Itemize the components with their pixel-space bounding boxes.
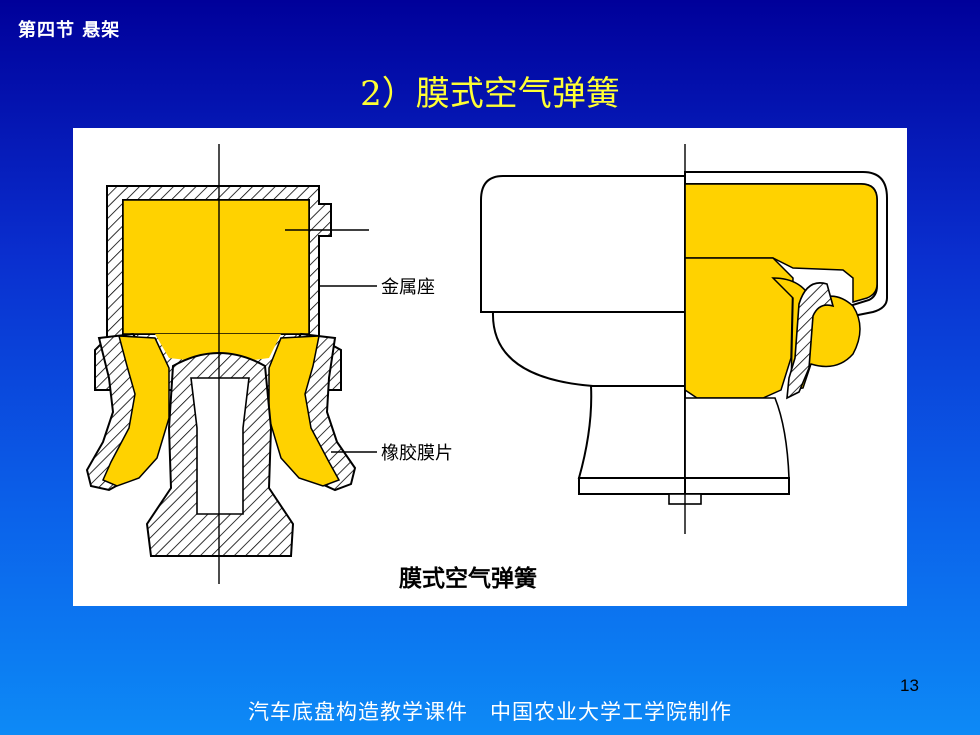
piston-exterior xyxy=(577,385,686,479)
diagram-canvas: 金属座 橡胶膜片 xyxy=(85,144,888,592)
top-cap-exterior xyxy=(480,175,686,313)
right-half-section-view xyxy=(480,144,888,534)
section-label: 第四节 悬架 xyxy=(18,20,121,41)
metal-seat-label: 金属座 xyxy=(381,277,435,298)
rubber-diaphragm-label: 橡胶膜片 xyxy=(381,443,453,464)
slide-title: 2）膜式空气弹簧 xyxy=(360,74,620,114)
rubber-wall-hatched xyxy=(786,282,835,400)
rubber-bulb-section xyxy=(684,257,794,399)
figure-caption: 膜式空气弹簧 xyxy=(399,565,537,592)
rubber-diaphragm-right-lobe xyxy=(268,335,341,487)
page-number: 13 xyxy=(900,676,919,695)
diaphragm-air-spring-figure: 金属座 橡胶膜片 xyxy=(73,128,907,606)
piston-section xyxy=(684,397,790,479)
left-cross-section: 金属座 橡胶膜片 xyxy=(85,144,453,584)
rubber-diaphragm-left-lobe xyxy=(102,335,170,487)
footer-credit: 汽车底盘构造教学课件 中国农业大学工学院制作 xyxy=(248,700,732,724)
air-chamber xyxy=(122,199,310,335)
air-chamber-right xyxy=(684,183,878,303)
bell-exterior xyxy=(491,311,686,387)
